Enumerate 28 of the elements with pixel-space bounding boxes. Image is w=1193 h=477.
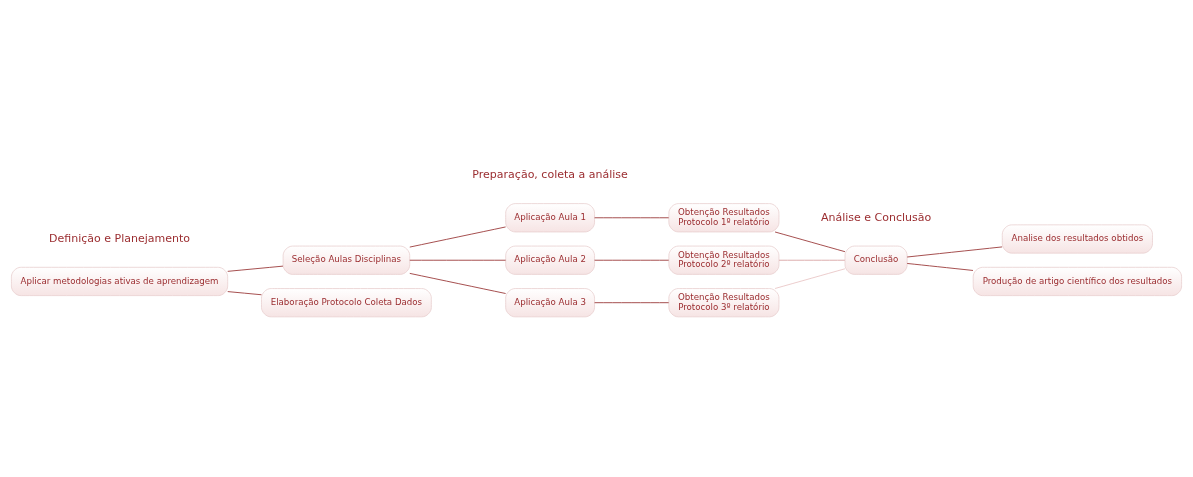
connector: [409, 272, 507, 294]
node-box: Obtenção Resultados Protocolo 3º relatório: [668, 287, 780, 317]
connector: [906, 245, 1003, 257]
connector: [594, 259, 670, 261]
node-box: Elaboração Protocolo Coleta Dados: [261, 287, 432, 317]
connector: [594, 301, 670, 303]
label: Preparação, coleta a análise: [472, 167, 628, 181]
label: Análise e Conclusão: [820, 210, 932, 224]
node-box: Obtenção Resultados Protocolo 1º relatório: [668, 202, 780, 232]
connector: [409, 226, 507, 248]
connector: [227, 290, 262, 295]
node-box: Aplicação Aula 2: [505, 245, 595, 275]
node-box: Seleção Aulas Disciplinas: [282, 245, 411, 275]
node-box: Aplicar metodologias ativas de aprendizagem: [11, 266, 229, 296]
connector: [227, 265, 284, 272]
node-box: Conclusão: [844, 245, 908, 275]
connector: [778, 259, 846, 261]
node-box: Aplicação Aula 3: [505, 287, 595, 317]
connector: [409, 259, 507, 261]
node-box: Analise dos resultados obtidos: [1001, 223, 1153, 254]
node-box: Produção de artigo científico dos resultados: [972, 266, 1182, 296]
connector: [774, 231, 846, 252]
connector: [774, 267, 846, 289]
connector: [594, 216, 670, 218]
node-box: Aplicação Aula 1: [505, 202, 595, 232]
label: Definição e Planejamento: [49, 231, 191, 245]
node-box: Obtenção Resultados Protocolo 2º relatório: [668, 245, 780, 275]
connector: [906, 262, 974, 271]
